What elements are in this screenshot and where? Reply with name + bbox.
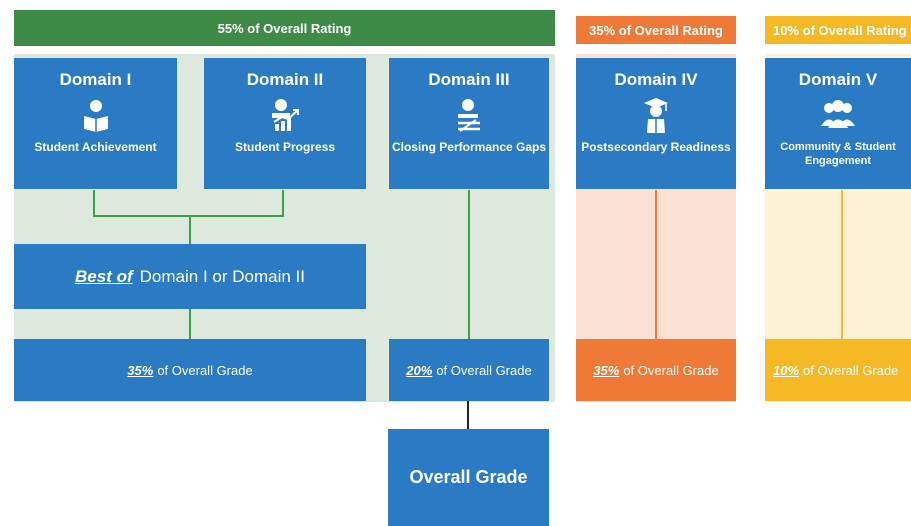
domain-2-subtitle: Student Progress <box>234 140 336 154</box>
best-of-emphasis: Best of <box>75 266 133 286</box>
grade-text-domain-3: of Overall Grade <box>436 362 532 378</box>
overall-grade-box: Overall Grade <box>388 429 549 526</box>
connector-best-of-to-grade <box>189 309 191 339</box>
grade-pct-domain-4: 35% <box>593 362 620 378</box>
domain-3-subtitle: Closing Performance Gaps <box>391 140 547 154</box>
banner-55-percent: 55% of Overall Rating <box>14 10 555 46</box>
domain-4-title: Domain IV <box>614 70 698 89</box>
grade-text-domain-5: of Overall Grade <box>803 362 899 378</box>
best-of-text: Domain I or Domain II <box>139 266 305 286</box>
graduate-icon <box>639 98 673 133</box>
domain-3-box: Domain III Closing Performance Gaps <box>389 58 549 189</box>
grade-text-domains-1-2: of Overall Grade <box>157 362 253 378</box>
grade-bar-domain-4: 35% of Overall Grade <box>576 339 736 401</box>
connector-domain-3 <box>468 190 470 339</box>
gap-closing-student-icon <box>452 98 486 132</box>
domain-4-subtitle: Postsecondary Readiness <box>581 140 731 154</box>
domain-2-box: Domain II Student Progress <box>204 58 366 189</box>
banner-55-label: 55% of Overall Rating <box>217 20 352 36</box>
domain-4-box: Domain IV Postsecondary Readiness <box>576 58 736 189</box>
grade-pct-domain-5: 10% <box>773 362 800 378</box>
reading-student-icon <box>79 98 113 132</box>
progress-chart-student-icon <box>268 98 302 132</box>
connector-domain-5 <box>841 190 843 339</box>
banner-35-percent: 35% of Overall Rating <box>576 16 736 44</box>
grade-bar-domain-5: 10% of Overall Grade <box>765 339 911 401</box>
domain-1-box: Domain I Student Achievement <box>14 58 177 189</box>
banner-35-label: 35% of Overall Rating <box>589 22 723 38</box>
connector-to-best-of <box>189 215 191 244</box>
connector-domain-1-down <box>93 190 95 216</box>
community-group-icon <box>818 98 858 132</box>
domain-3-title: Domain III <box>428 70 510 89</box>
connector-domain-4 <box>655 190 657 339</box>
domain-5-subtitle: Community & Student Engagement <box>780 141 896 167</box>
connector-horizontal <box>93 215 284 217</box>
banner-10-label: 10% of Overall Rating <box>773 22 907 38</box>
grade-bar-domain-3: 20% of Overall Grade <box>389 339 549 401</box>
domain-5-title: Domain V <box>798 70 878 89</box>
connector-to-overall <box>467 400 469 429</box>
grade-pct-domain-3: 20% <box>406 362 433 378</box>
domain-5-box: Domain V Community & Student Engagement <box>765 58 911 189</box>
connector-domain-2-down <box>282 190 284 216</box>
grade-text-domain-4: of Overall Grade <box>623 362 719 378</box>
grade-bar-domains-1-2: 35% of Overall Grade <box>14 339 366 401</box>
overall-grade-label: Overall Grade <box>409 467 528 487</box>
banner-10-percent: 10% of Overall Rating <box>765 16 911 44</box>
domain-2-title: Domain II <box>246 70 324 89</box>
domain-1-subtitle: Student Achievement <box>34 140 157 154</box>
grade-pct-domains-1-2: 35% <box>127 362 154 378</box>
domain-1-title: Domain I <box>59 70 132 89</box>
best-of-box: Best of Domain I or Domain II <box>14 244 366 309</box>
